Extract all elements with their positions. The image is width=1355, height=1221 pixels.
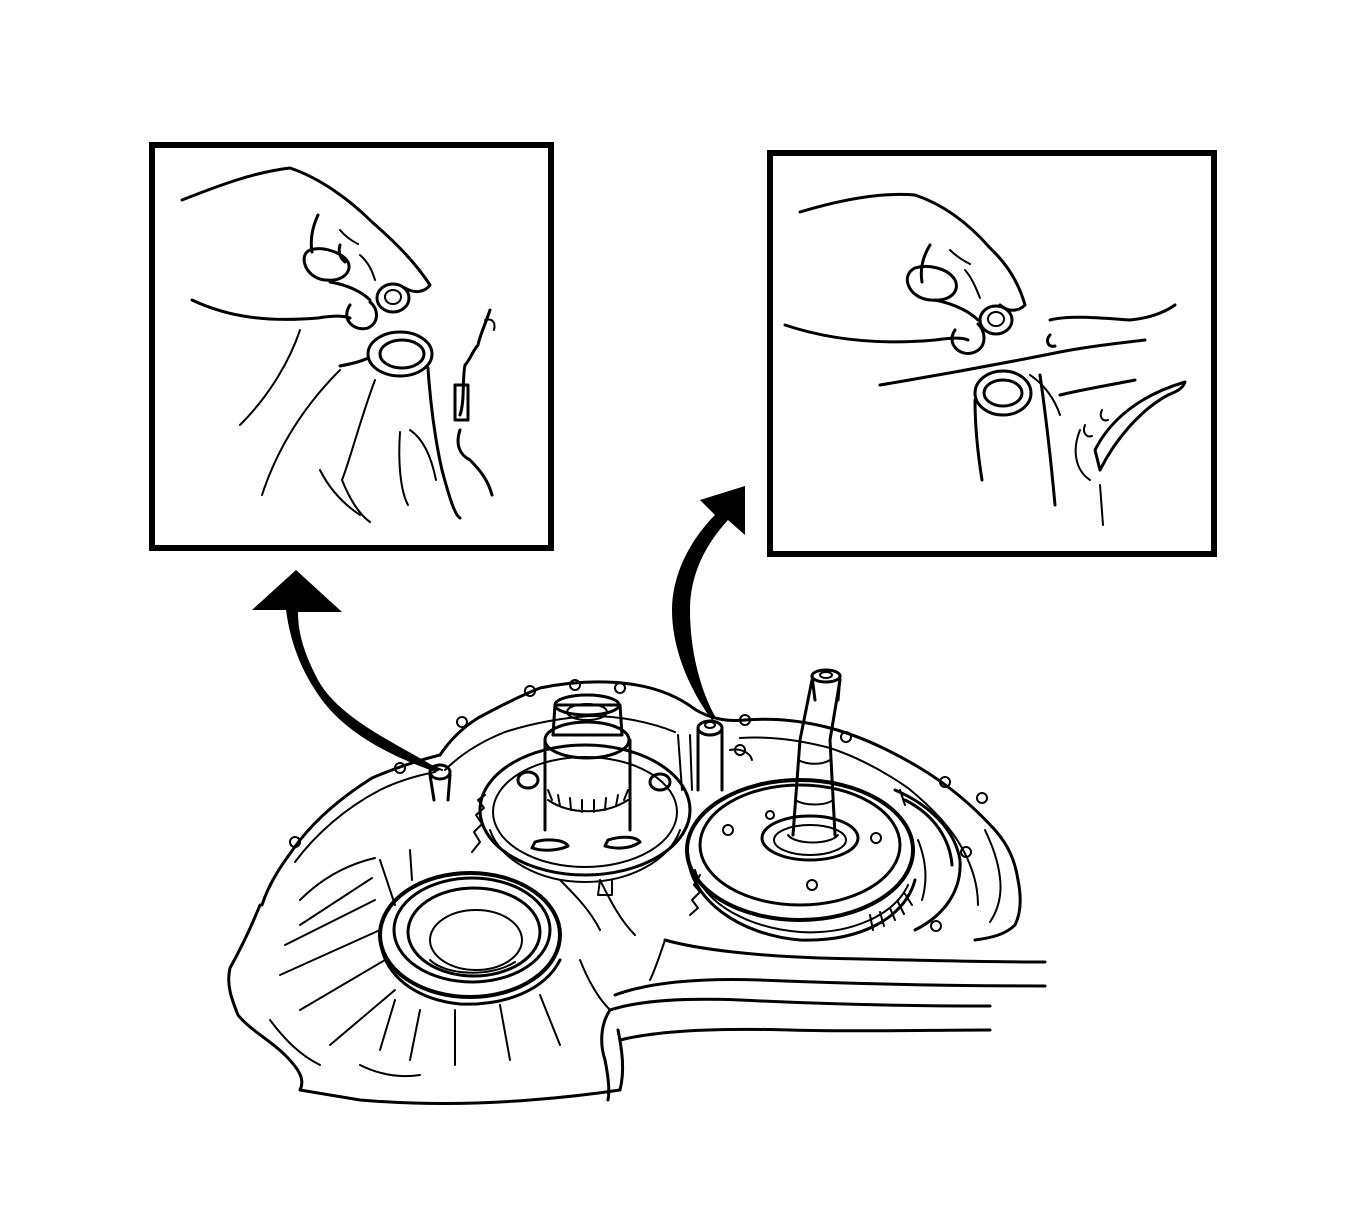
dowel-pin-right	[696, 719, 724, 792]
shaft-and-drum	[685, 668, 917, 942]
inset-right-frame	[767, 150, 1217, 557]
outer-ring-right	[893, 788, 962, 932]
inset-left-frame	[149, 142, 554, 551]
inset-left	[149, 142, 554, 551]
inset-left-hand	[180, 166, 432, 331]
inset-left-case-edge	[453, 308, 496, 497]
case-extension-rails	[559, 879, 1047, 1102]
differential-seal	[378, 871, 562, 1006]
center-gear-assembly	[471, 693, 692, 896]
callout-arrow-right	[672, 486, 745, 720]
inset-right-hand	[783, 192, 1177, 355]
inset-left-seal	[375, 282, 411, 314]
center-details	[677, 734, 927, 901]
dowel-pin-left	[428, 763, 452, 802]
callout-arrow-left	[252, 570, 443, 772]
transaxle-case	[227, 679, 1022, 1105]
inset-left-bore	[239, 329, 462, 523]
inset-right	[767, 150, 1217, 557]
inset-right-bore	[878, 338, 1187, 526]
inset-right-seal	[978, 304, 1014, 336]
bell-housing-ribs	[269, 849, 611, 1078]
